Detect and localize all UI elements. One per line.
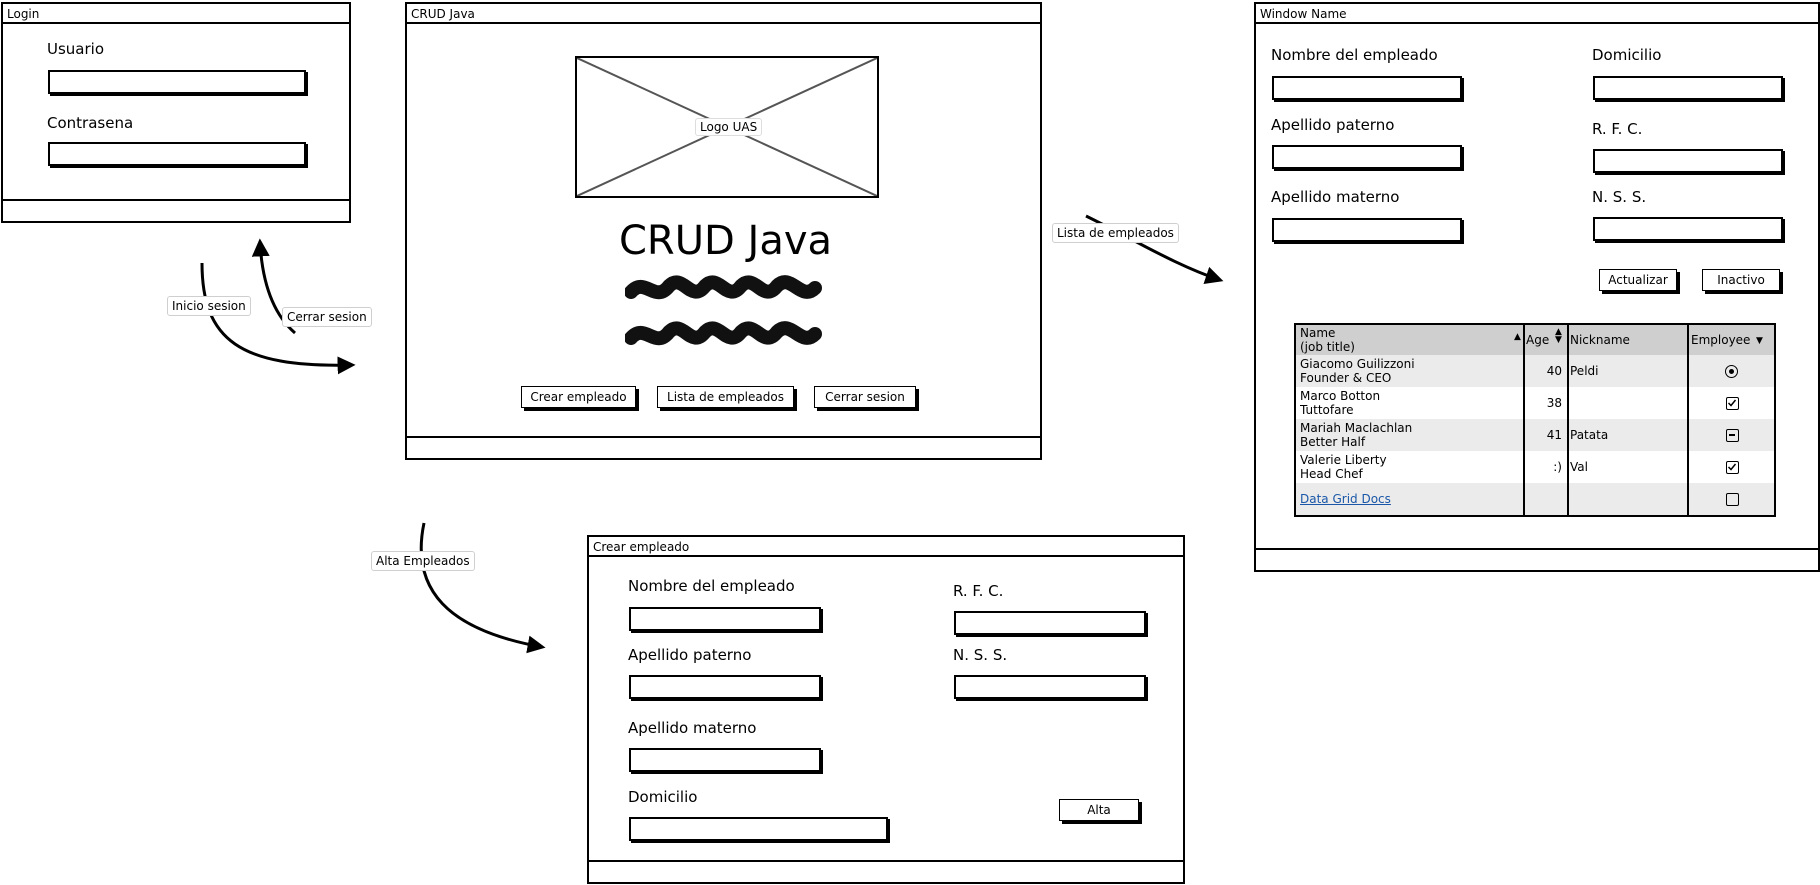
window-title: Login [3, 4, 349, 24]
table-row[interactable]: Valerie Liberty Head Chef :) Val [1296, 451, 1774, 483]
row-name-text: Mariah Maclachlan [1300, 421, 1413, 435]
rfc-label: R. F. C. [1592, 120, 1643, 138]
column-divider [1523, 325, 1525, 515]
column-header-name-label: Name [1300, 326, 1336, 340]
create-employee-window: Crear empleado Nombre del empleado Apell… [587, 535, 1185, 884]
rfc-input[interactable] [1593, 149, 1783, 173]
row-title-text: Better Half [1300, 435, 1366, 449]
create-employee-button[interactable]: Crear empleado [521, 386, 636, 408]
alta-submit-button[interactable]: Alta [1059, 799, 1139, 821]
connector-label-create: Alta Empleados [371, 551, 475, 571]
password-label: Contrasena [47, 114, 134, 132]
rfc-input[interactable] [954, 611, 1146, 635]
row-title-text: Tuttofare [1300, 403, 1354, 417]
domicilio-label: Domicilio [628, 788, 698, 806]
main-window: CRUD Java Logo UAS CRUD Java Crear emple… [405, 2, 1042, 460]
row-nickname: Peldi [1570, 364, 1599, 378]
table-row[interactable]: Marco Botton Tuttofare 38 [1296, 387, 1774, 419]
row-nickname: Patata [1570, 428, 1609, 442]
row-name-text: Marco Botton [1300, 389, 1381, 403]
password-input[interactable] [48, 142, 306, 166]
row-age: 38 [1546, 396, 1562, 410]
sort-ascending-icon[interactable]: ▲ [1514, 332, 1521, 342]
paterno-input[interactable] [1272, 145, 1462, 169]
table-row[interactable]: Mariah Maclachlan Better Half 41 Patata [1296, 419, 1774, 451]
domicilio-input[interactable] [1593, 76, 1783, 100]
rfc-label: R. F. C. [953, 582, 1004, 600]
column-divider [1687, 325, 1689, 515]
row-title-text: Head Chef [1300, 467, 1363, 481]
window-footer [1256, 548, 1818, 570]
connector-label-login: Inicio sesion [167, 296, 251, 316]
nss-label: N. S. S. [1592, 188, 1647, 206]
window-title: CRUD Java [407, 4, 1040, 24]
domicilio-label: Domicilio [1592, 46, 1662, 64]
checkbox-unchecked-icon[interactable] [1726, 493, 1739, 506]
window-title: Crear empleado [589, 537, 1183, 557]
sort-descending-icon[interactable]: ▼ [1756, 336, 1763, 346]
paterno-label: Apellido paterno [1271, 116, 1395, 134]
materno-input[interactable] [1272, 218, 1462, 242]
nss-input[interactable] [954, 675, 1146, 699]
row-nickname: Val [1570, 460, 1588, 474]
inactive-button[interactable]: Inactivo [1702, 269, 1780, 291]
row-name: Marco Botton Tuttofare [1300, 389, 1380, 417]
grid-footer-row: Data Grid Docs [1296, 483, 1774, 515]
nombre-label: Nombre del empleado [1271, 46, 1438, 64]
row-name: Giacomo Guilizzoni Founder & CEO [1300, 357, 1415, 385]
logo-caption: Logo UAS [695, 118, 763, 136]
materno-label: Apellido materno [1271, 188, 1400, 206]
logo-image-placeholder: Logo UAS [575, 56, 879, 198]
materno-label: Apellido materno [628, 719, 757, 737]
column-header-age[interactable]: Age [1526, 333, 1550, 347]
logout-button[interactable]: Cerrar sesion [814, 386, 916, 408]
row-title-text: Founder & CEO [1300, 371, 1392, 385]
radio-selected-icon[interactable] [1725, 365, 1738, 378]
row-age: 40 [1546, 364, 1562, 378]
row-name-text: Valerie Liberty [1300, 453, 1387, 467]
nombre-input[interactable] [629, 607, 821, 631]
window-footer [407, 436, 1040, 458]
nss-input[interactable] [1593, 217, 1783, 241]
login-window: Login Usuario Contrasena [1, 2, 351, 223]
column-header-name[interactable]: Name (job title) [1300, 326, 1355, 354]
nss-label: N. S. S. [953, 646, 1008, 664]
checkbox-checked-icon[interactable] [1726, 461, 1739, 474]
row-age: :) [1553, 460, 1562, 474]
employee-list-window: Window Name Nombre del empleado Apellido… [1254, 2, 1820, 572]
column-header-employee[interactable]: Employee [1691, 333, 1751, 347]
user-input[interactable] [48, 70, 306, 94]
column-header-name-sublabel: (job title) [1300, 340, 1355, 354]
update-button[interactable]: Actualizar [1599, 269, 1677, 291]
grid-header [1296, 325, 1774, 355]
column-header-nickname[interactable]: Nickname [1570, 333, 1630, 347]
user-label: Usuario [47, 40, 105, 58]
checkbox-checked-icon[interactable] [1726, 397, 1739, 410]
domicilio-input[interactable] [629, 817, 888, 841]
employee-data-grid[interactable]: Name (job title) ▲ Age ▲▼ Nickname Emplo… [1294, 323, 1776, 517]
materno-input[interactable] [629, 748, 821, 772]
data-grid-docs-link[interactable]: Data Grid Docs [1300, 492, 1391, 506]
row-name: Valerie Liberty Head Chef [1300, 453, 1387, 481]
nombre-label: Nombre del empleado [628, 577, 795, 595]
row-name: Mariah Maclachlan Better Half [1300, 421, 1412, 449]
row-name-text: Giacomo Guilizzoni [1300, 357, 1415, 371]
connector-label-list: Lista de empleados [1052, 223, 1179, 243]
employee-list-button[interactable]: Lista de empleados [657, 386, 794, 408]
column-divider [1567, 325, 1569, 515]
table-row[interactable]: Giacomo Guilizzoni Founder & CEO 40 Peld… [1296, 355, 1774, 387]
app-heading: CRUD Java [619, 218, 833, 264]
checkbox-indeterminate-icon[interactable] [1726, 429, 1739, 442]
row-age: 41 [1546, 428, 1562, 442]
nombre-input[interactable] [1272, 76, 1462, 100]
connector-label-logout: Cerrar sesion [282, 307, 372, 327]
placeholder-text-scribble [625, 275, 822, 346]
window-footer [3, 199, 349, 221]
paterno-label: Apellido paterno [628, 646, 752, 664]
paterno-input[interactable] [629, 675, 821, 699]
sort-both-icon[interactable]: ▲▼ [1555, 327, 1562, 345]
window-footer [589, 860, 1183, 882]
window-title: Window Name [1256, 4, 1818, 24]
